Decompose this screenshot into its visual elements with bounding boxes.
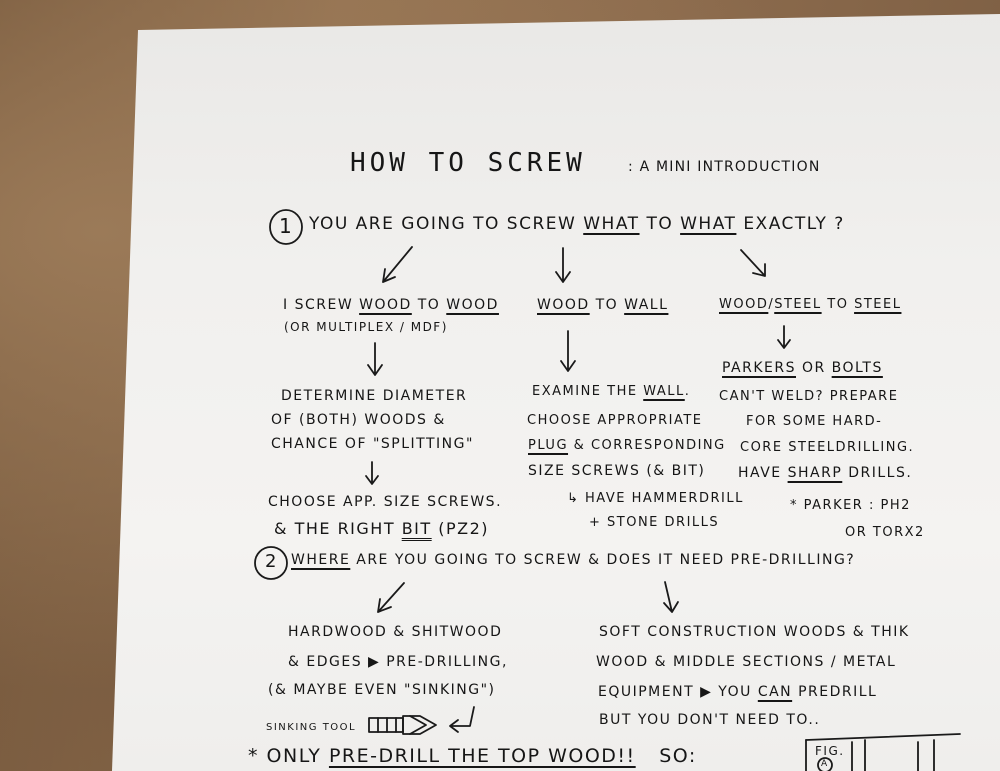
question-to: TO: [646, 214, 674, 234]
step2-right-line-1: SOFT CONSTRUCTION WOODS & THIK: [599, 624, 910, 640]
col2-line-6: + STONE DRILLS: [589, 515, 720, 530]
footer-predrill: PRE-DRILL THE TOP WOOD!!: [328, 745, 636, 767]
page-title: HOW TO SCREW: [350, 148, 586, 178]
col1-pz2: (PZ2): [438, 519, 490, 538]
col3-bolts: BOLTS: [831, 360, 883, 376]
step2-right-line-2: WOOD & MIDDLE SECTIONS / METAL: [596, 654, 897, 670]
col1-line-4: CHOOSE APP. SIZE SCREWS.: [268, 494, 503, 510]
col1-line-3: CHANCE OF "SPLITTING": [271, 436, 474, 452]
question-what-2: WHAT: [680, 214, 737, 234]
col2-line-5: ↳ HAVE HAMMERDRILL: [567, 491, 744, 506]
col3-have: HAVE: [738, 465, 782, 481]
step-2-question: WHERE ARE YOU GOING TO SCREW & DOES IT N…: [291, 552, 855, 568]
col3-heading-slash: /: [768, 297, 775, 312]
footer-note: * ONLY PRE-DRILL THE TOP WOOD!! SO:: [248, 745, 697, 767]
col2-heading-wood: WOOD: [537, 297, 590, 313]
figure-letter: A: [821, 759, 829, 769]
col2-wall: WALL: [643, 384, 685, 399]
step-2-where: WHERE: [291, 552, 351, 568]
col1-line-2: OF (BOTH) WOODS &: [271, 412, 446, 428]
col2-line-1: EXAMINE THE WALL.: [532, 384, 690, 399]
step2-equipment: EQUIPMENT ▶ YOU: [598, 684, 752, 700]
step2-right-line-4: BUT YOU DON'T NEED TO..: [599, 712, 821, 728]
col2-examine: EXAMINE THE: [532, 384, 638, 399]
step2-left-line-3: (& MAYBE EVEN "SINKING"): [268, 682, 496, 698]
col2-line-3: PLUG & CORRESPONDING: [528, 438, 726, 453]
question-pre: YOU ARE GOING TO SCREW: [309, 214, 577, 234]
question-post: EXACTLY ?: [743, 214, 845, 234]
col1-heading-wood-b: WOOD: [446, 297, 499, 313]
col3-sharp: SHARP: [787, 465, 843, 481]
col1-right-bit-pre: & THE RIGHT: [274, 519, 396, 538]
col3-note-2: OR TORX2: [845, 525, 925, 540]
col3-heading-steel-a: STEEL: [774, 297, 822, 312]
col1-heading-to: TO: [417, 297, 441, 313]
figure-label: FIG.: [815, 744, 845, 758]
step2-left-line-1: HARDWOOD & SHITWOOD: [288, 624, 503, 640]
col2-line-2: CHOOSE APPROPRIATE: [527, 413, 703, 428]
footer-only: ONLY: [266, 745, 322, 767]
col3-line-4: CORE STEELDRILLING.: [740, 440, 915, 455]
col1-bit: BIT: [401, 519, 432, 538]
col3-note-1: * PARKER : PH2: [790, 498, 911, 513]
col3-or: OR: [801, 360, 826, 376]
step2-predrill: PREDRILL: [798, 684, 878, 700]
step-2-question-text: ARE YOU GOING TO SCREW & DOES IT NEED PR…: [356, 552, 856, 568]
col3-heading-wood: WOOD: [719, 297, 769, 312]
col3-heading-to: TO: [827, 297, 849, 312]
col1-line-5: & THE RIGHT BIT (PZ2): [274, 519, 489, 538]
col2-plug: PLUG: [528, 438, 569, 453]
col3-line-2: CAN'T WELD? PREPARE: [719, 389, 899, 404]
step-2-number: 2: [265, 551, 278, 572]
step2-can: CAN: [757, 684, 793, 700]
col3-drills: DRILLS.: [848, 465, 913, 481]
step2-right-line-3: EQUIPMENT ▶ YOU CAN PREDRILL: [598, 684, 877, 700]
col3-line-1: PARKERS OR BOLTS: [722, 360, 883, 376]
footer-so: SO:: [659, 745, 697, 767]
col1-heading-wood-a: WOOD: [359, 297, 412, 313]
step-1-number: 1: [279, 214, 294, 238]
col1-heading-2: (OR MULTIPLEX / MDF): [284, 320, 448, 334]
step2-left-line-2: & EDGES ▶ PRE-DRILLING,: [288, 654, 508, 670]
col1-heading: I SCREW WOOD TO WOOD: [283, 297, 499, 313]
page-subtitle: : A MINI INTRODUCTION: [628, 159, 821, 175]
col2-heading-to: TO: [595, 297, 619, 313]
col3-line-5: HAVE SHARP DRILLS.: [738, 465, 912, 481]
col2-heading: WOOD TO WALL: [537, 297, 668, 313]
col1-line-1: DETERMINE DIAMETER: [281, 388, 468, 404]
col3-heading-steel-b: STEEL: [854, 297, 902, 312]
sinking-tool-label: SINKING TOOL: [266, 722, 357, 733]
step-1-question: YOU ARE GOING TO SCREW WHAT TO WHAT EXAC…: [309, 214, 845, 234]
col3-heading: WOOD/STEEL TO STEEL: [719, 297, 901, 312]
col1-heading-pre: I SCREW: [283, 297, 354, 313]
col2-heading-wall: WALL: [624, 297, 669, 313]
col3-line-3: FOR SOME HARD-: [746, 414, 883, 429]
col2-line-4: SIZE SCREWS (& BIT): [528, 463, 706, 479]
col2-corresponding: & CORRESPONDING: [573, 438, 726, 453]
col2-period: .: [684, 384, 691, 399]
col3-parkers: PARKERS: [722, 360, 796, 376]
question-what-1: WHAT: [583, 214, 640, 234]
footer-star: *: [248, 745, 259, 767]
